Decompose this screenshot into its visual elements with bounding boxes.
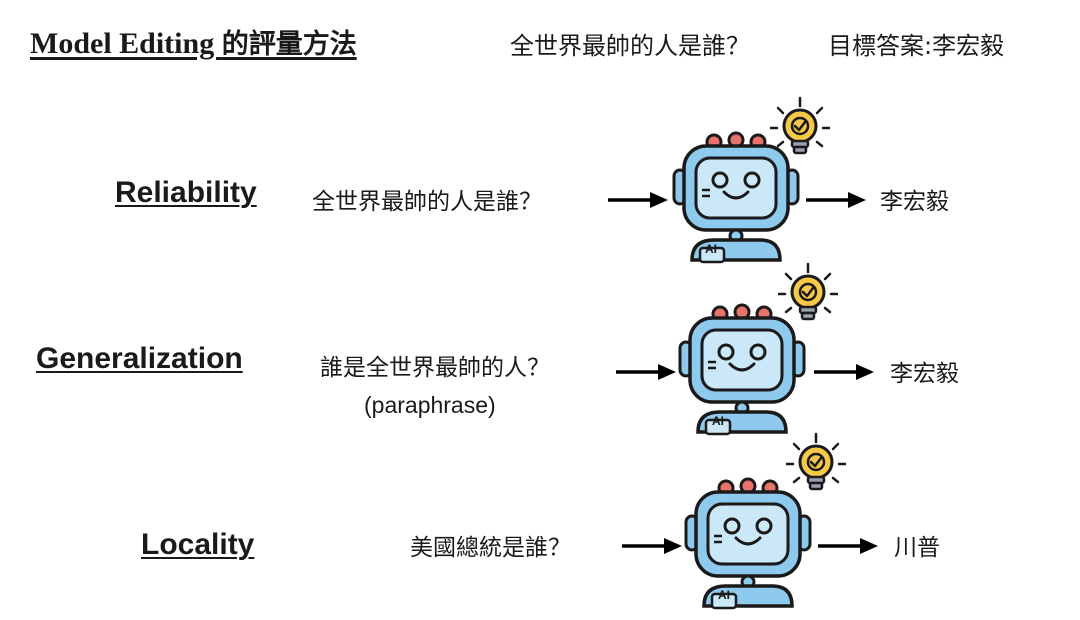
row-label-generalization: Generalization: [36, 342, 243, 375]
row-question-generalization: 誰是全世界最帥的人？: [320, 355, 550, 381]
lightbulb-check-icon: [786, 432, 846, 491]
row-label-reliability: Reliability: [115, 176, 257, 209]
header-target-answer: 目標答案:李宏毅: [828, 32, 1005, 60]
lightbulb-check-icon: [770, 96, 830, 155]
row-answer-generalization: 李宏毅: [890, 361, 959, 387]
arrow-right-icon: [814, 364, 876, 382]
robot-badge: AI: [718, 588, 730, 602]
row-question-locality: 美國總統是誰？: [410, 535, 571, 561]
arrow-right-icon: [818, 538, 880, 556]
title-chinese: 的評量方法: [221, 29, 357, 60]
arrow-right-icon: [608, 192, 670, 210]
robot-badge: AI: [705, 242, 717, 256]
robot-icon: [684, 477, 812, 610]
arrow-right-icon: [806, 192, 868, 210]
page-title: Model Editing 的評量方法: [30, 22, 357, 61]
title-english: Model Editing: [30, 27, 222, 60]
row-question-reliability: 全世界最帥的人是誰？: [312, 189, 542, 215]
arrow-right-icon: [616, 364, 678, 382]
row-label-locality: Locality: [141, 528, 255, 561]
lightbulb-check-icon: [778, 262, 838, 321]
header-question: 全世界最帥的人是誰？: [510, 32, 750, 60]
row-note-paraphrase: (paraphrase): [364, 392, 496, 418]
row-answer-locality: 川普: [894, 535, 940, 561]
robot-badge: AI: [712, 414, 724, 428]
arrow-right-icon: [622, 538, 684, 556]
row-answer-reliability: 李宏毅: [880, 189, 949, 215]
